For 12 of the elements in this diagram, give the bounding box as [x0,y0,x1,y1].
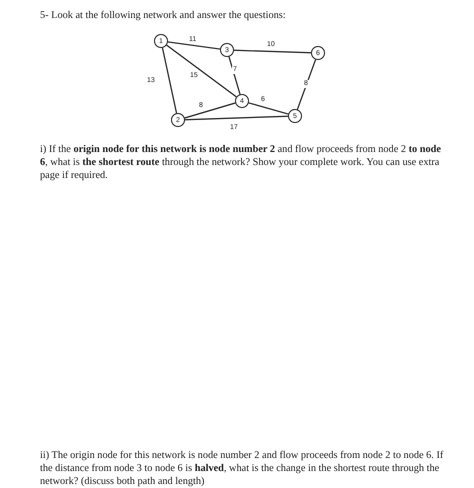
network-edge [168,41,220,50]
network-edge [184,116,288,120]
question-heading: 5- Look at the following network and answer the questions: [40,9,286,22]
network-edge [166,44,237,98]
network-edge [228,56,241,94]
network-edge [296,59,316,110]
question-text: i) If the origin node for this network is node number 2 and flow proceeds from node 2 to node 6, what is the shortest route through the network? Show your complete work. You can use extra page if required. [40,143,442,182]
network-edge [248,102,288,115]
network-edge [184,102,236,119]
network-edge [234,50,312,54]
question-text: ii) The origin node for this network is node number 2 and flow proceeds from node 2 to node 6. If the distance from node 3 to node 6 is halved, what is the change in the shortest route through the network? (discuss both path and length) [40,449,444,488]
network-edge [162,48,178,114]
